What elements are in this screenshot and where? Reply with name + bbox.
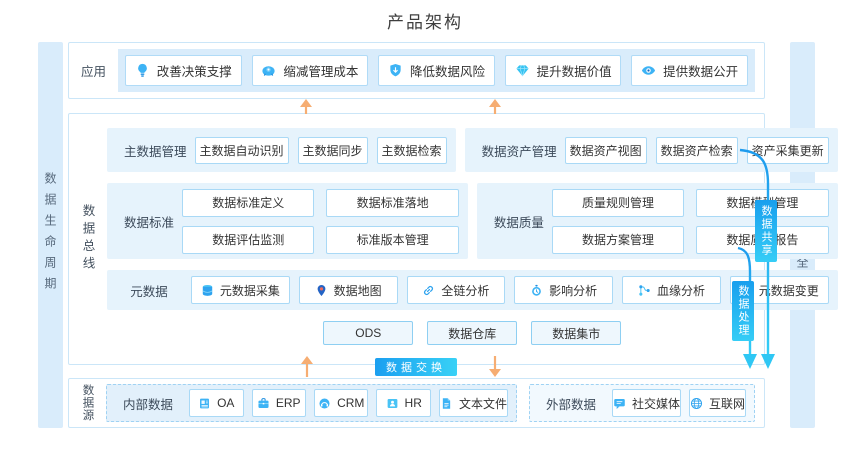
button-label: 社交媒体 bbox=[632, 395, 680, 412]
button-label: 影响分析 bbox=[549, 282, 597, 299]
button-standard-define[interactable]: 数据标准定义 bbox=[182, 189, 314, 217]
application-label: 应用 bbox=[69, 61, 118, 80]
app-button-open-data[interactable]: 提供数据公开 bbox=[631, 55, 748, 86]
gem-icon bbox=[515, 63, 530, 78]
link-icon bbox=[422, 284, 435, 297]
data-asset-label: 数据资产管理 bbox=[474, 141, 565, 160]
up-arrow-icon bbox=[488, 99, 502, 114]
data-source-panel: 数据源 内部数据 OA ERP CRM HR 文本文件 bbox=[68, 378, 765, 428]
id-card-icon bbox=[386, 397, 399, 410]
master-data-label: 主数据管理 bbox=[116, 141, 195, 160]
button-text-file[interactable]: 文本文件 bbox=[439, 389, 508, 417]
button-quality-rule[interactable]: 质量规则管理 bbox=[552, 189, 684, 217]
text-file-icon bbox=[440, 397, 453, 410]
app-button-label: 提升数据价值 bbox=[537, 61, 612, 80]
up-arrow-icon bbox=[299, 99, 313, 114]
button-metadata-collect[interactable]: 元数据采集 bbox=[191, 276, 290, 304]
stopwatch-icon bbox=[530, 284, 543, 297]
data-share-badge: 数据共享 bbox=[755, 200, 777, 262]
page-title: 产品架构 bbox=[0, 8, 850, 33]
metadata-label: 元数据 bbox=[116, 281, 182, 300]
button-ods[interactable]: ODS bbox=[323, 321, 413, 345]
internal-data-label: 内部数据 bbox=[115, 394, 181, 413]
data-lifecycle-label: 数据生命周期 bbox=[42, 172, 59, 298]
piggy-bank-icon bbox=[261, 63, 276, 78]
app-button-reduce-risk[interactable]: 降低数据风险 bbox=[378, 55, 495, 86]
button-erp[interactable]: ERP bbox=[252, 389, 306, 417]
external-data-label: 外部数据 bbox=[538, 394, 604, 413]
button-label: CRM bbox=[337, 396, 364, 410]
application-strip: 改善决策支撑 缩减管理成本 降低数据风险 提升数据价值 提供数据公开 bbox=[118, 49, 755, 92]
flow-lines bbox=[695, 140, 795, 390]
app-button-label: 提供数据公开 bbox=[663, 61, 738, 80]
chat-icon bbox=[613, 397, 626, 410]
map-pin-icon bbox=[315, 284, 328, 297]
app-button-label: 缩减管理成本 bbox=[283, 61, 358, 80]
app-button-label: 改善决策支撑 bbox=[157, 61, 232, 80]
down-arrow-icon bbox=[488, 356, 502, 377]
button-internet[interactable]: 互联网 bbox=[689, 389, 746, 417]
button-label: 元数据采集 bbox=[220, 282, 280, 299]
shield-down-icon bbox=[388, 63, 403, 78]
application-panel: 应用 改善决策支撑 缩减管理成本 降低数据风险 提升数据价值 提供数据公开 bbox=[68, 42, 765, 99]
briefcase-icon bbox=[257, 397, 270, 410]
button-standard-version[interactable]: 标准版本管理 bbox=[326, 226, 458, 254]
button-data-mart[interactable]: 数据集市 bbox=[531, 321, 621, 345]
button-asset-view[interactable]: 数据资产视图 bbox=[565, 137, 647, 164]
button-label: OA bbox=[217, 396, 234, 410]
button-crm[interactable]: CRM bbox=[314, 389, 368, 417]
button-full-chain-analysis[interactable]: 全链分析 bbox=[407, 276, 506, 304]
button-standard-assess[interactable]: 数据评估监测 bbox=[182, 226, 314, 254]
button-label: HR bbox=[405, 396, 422, 410]
button-impact-analysis[interactable]: 影响分析 bbox=[514, 276, 613, 304]
app-button-reduce-cost[interactable]: 缩减管理成本 bbox=[252, 55, 369, 86]
data-standard-label: 数据标准 bbox=[116, 212, 182, 231]
button-oa[interactable]: OA bbox=[189, 389, 243, 417]
diagram-main: 应用 改善决策支撑 缩减管理成本 降低数据风险 提升数据价值 提供数据公开 bbox=[68, 42, 765, 428]
master-data-group: 主数据管理 主数据自动识别 主数据同步 主数据检索 bbox=[107, 128, 456, 172]
data-bus-label: 数据总线 bbox=[69, 114, 107, 364]
down-arrow-icon bbox=[743, 354, 757, 369]
button-label: 数据地图 bbox=[334, 282, 382, 299]
data-source-label: 数据源 bbox=[69, 384, 106, 422]
button-label: 全链分析 bbox=[441, 282, 489, 299]
branch-icon bbox=[638, 284, 651, 297]
headset-icon bbox=[318, 397, 331, 410]
app-button-raise-value[interactable]: 提升数据价值 bbox=[505, 55, 622, 86]
data-lifecycle-bar: 数据生命周期 bbox=[38, 42, 63, 428]
button-social-media[interactable]: 社交媒体 bbox=[612, 389, 681, 417]
eye-icon bbox=[641, 63, 656, 78]
button-label: 文本文件 bbox=[459, 395, 507, 412]
button-master-auto-identify[interactable]: 主数据自动识别 bbox=[195, 137, 289, 164]
button-master-sync[interactable]: 主数据同步 bbox=[298, 137, 368, 164]
app-button-decision-support[interactable]: 改善决策支撑 bbox=[125, 55, 242, 86]
globe-icon bbox=[690, 397, 703, 410]
database-icon bbox=[201, 284, 214, 297]
lightbulb-icon bbox=[135, 63, 150, 78]
button-label: 互联网 bbox=[709, 395, 745, 412]
data-exchange-badge: 数据交换 bbox=[375, 358, 457, 376]
data-bus-panel: 数据总线 主数据管理 主数据自动识别 主数据同步 主数据检索 数据资产管理 数据… bbox=[68, 113, 765, 365]
data-quality-label: 数据质量 bbox=[486, 212, 552, 231]
button-master-search[interactable]: 主数据检索 bbox=[377, 137, 447, 164]
data-standard-group: 数据标准 数据标准定义 数据标准落地 数据评估监测 标准版本管理 bbox=[107, 183, 468, 259]
button-hr[interactable]: HR bbox=[376, 389, 430, 417]
down-arrow-icon bbox=[761, 354, 775, 369]
button-data-warehouse[interactable]: 数据仓库 bbox=[427, 321, 517, 345]
data-process-badge: 数据处理 bbox=[732, 281, 754, 341]
document-icon bbox=[198, 397, 211, 410]
button-standard-apply[interactable]: 数据标准落地 bbox=[326, 189, 458, 217]
button-data-map[interactable]: 数据地图 bbox=[299, 276, 398, 304]
internal-data-group: 内部数据 OA ERP CRM HR 文本文件 bbox=[106, 384, 517, 422]
button-label: ERP bbox=[276, 396, 301, 410]
button-data-plan[interactable]: 数据方案管理 bbox=[552, 226, 684, 254]
up-arrow-icon bbox=[300, 356, 314, 377]
app-button-label: 降低数据风险 bbox=[410, 61, 485, 80]
